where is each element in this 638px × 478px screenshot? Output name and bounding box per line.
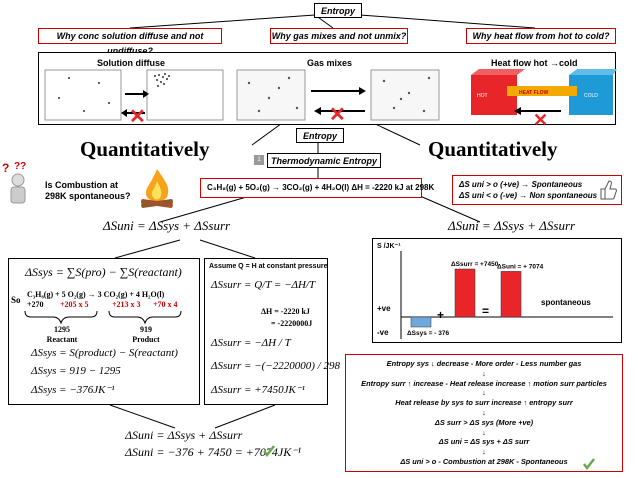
question-gas: Why gas mixes and not unmix? bbox=[270, 28, 408, 44]
summary-arrow: ↓ bbox=[482, 427, 486, 437]
question-line1: Is Combustion at bbox=[45, 180, 119, 190]
ssys-box: ΔSsys = ∑S(pro) − ∑S(reactant) So C₃H₈(g… bbox=[8, 258, 200, 405]
examples-drawing: ✕ ✕ ✕ bbox=[44, 69, 617, 126]
summary-arrow: ↓ bbox=[482, 368, 486, 378]
bar-2 bbox=[500, 271, 522, 318]
data-label-0: ΔSsys = - 376 bbox=[407, 330, 449, 337]
svg-text:✕: ✕ bbox=[533, 110, 548, 126]
bottom-eq2: ΔSuni = −376 + 7450 = +7074JK⁻¹ bbox=[125, 445, 302, 459]
heat-flow-label: HEAT FLOW bbox=[519, 90, 549, 96]
entropy-title: Entropy bbox=[314, 3, 362, 18]
question-combustion: Is Combustion at 298K spontaneous? bbox=[45, 180, 131, 202]
bottom-eq1: ΔSuni = ΔSsys + ΔSsurr bbox=[125, 428, 243, 442]
so-label: So bbox=[11, 295, 21, 305]
summary-arrow: ↓ bbox=[482, 407, 486, 417]
dh-j: = -2220000J bbox=[271, 319, 313, 328]
cold-label: COLD bbox=[584, 93, 598, 99]
thermo-box: Thermodynamic Entropy bbox=[267, 153, 381, 168]
solution-label: Solution diffuse bbox=[97, 58, 165, 68]
check-icon-bottom bbox=[262, 444, 276, 458]
summary-arrow: ↓ bbox=[482, 388, 486, 398]
campfire-icon bbox=[135, 165, 179, 209]
data-label-1: ΔSsurr = +7450 bbox=[451, 261, 499, 268]
criteria-box: ΔS uni > o (+ve) → Spontaneous ΔS uni < … bbox=[452, 175, 622, 205]
so-h2o: +70 x 4 bbox=[153, 300, 178, 309]
species-line: C₃H₈(g) + 5 O₂(g) → 3 CO₂(g) + 4 H₂O(l) bbox=[27, 290, 165, 299]
ssys-line1: ΔSsys = S(product) − S(reactant) bbox=[31, 347, 178, 359]
quant-left: Quantitatively bbox=[80, 137, 210, 161]
criteria-line2: ΔS uni < o (-ve) → Non spontaneous bbox=[459, 191, 598, 200]
svg-text:?: ? bbox=[2, 161, 9, 175]
reactant-label: Reactant bbox=[46, 335, 78, 344]
gas-label: Gas mixes bbox=[307, 58, 353, 68]
ssys-line2: ΔSsys = 919 − 1295 bbox=[31, 365, 121, 377]
question-heat: Why heat flow from hot to cold? bbox=[466, 28, 616, 44]
ssys-line3: ΔSsys = −376JK⁻¹ bbox=[31, 384, 115, 396]
ssurr-eq1: ΔSsurr = Q/T = −ΔH/T bbox=[211, 279, 316, 291]
thinking-person-icon: ? ?? bbox=[0, 160, 38, 206]
svg-text:✕: ✕ bbox=[329, 104, 346, 126]
reaction-equation: C₃H₈(g) + 5O₂(g) → 3CO₂(g) + 4H₂O(l) ΔH … bbox=[207, 183, 435, 192]
examples-panel: Solution diffuse Gas mixes Heat flow hot… bbox=[38, 52, 617, 126]
summary-arrow: ↓ bbox=[482, 447, 486, 457]
so-c3h8: +270 bbox=[27, 300, 44, 309]
braces bbox=[24, 310, 182, 325]
neg-label: -ve bbox=[377, 328, 389, 337]
summary-line: ΔS uni = ΔS sys + ΔS surr bbox=[438, 437, 530, 447]
summary-line: Heat release by sys to surr increase ↑ e… bbox=[395, 398, 573, 408]
summary-line: ΔS uni > o - Combustion at 298K - Sponta… bbox=[400, 456, 568, 466]
bar-1 bbox=[454, 268, 476, 318]
reaction-box: C₃H₈(g) + 5O₂(g) → 3CO₂(g) + 4H₂O(l) ΔH … bbox=[200, 178, 434, 198]
assume-text: Assume Q = H at constant pressure bbox=[209, 263, 328, 270]
question-diffuse: Why conc solution diffuse and not undiff… bbox=[38, 28, 222, 56]
check-icon-summary bbox=[582, 457, 596, 471]
bar-0 bbox=[410, 316, 432, 328]
summary-box: Entropy sys ↓ decrease - More order - Le… bbox=[345, 354, 623, 472]
thermo-index: 1 bbox=[254, 155, 264, 165]
plus-sign: + bbox=[437, 308, 444, 322]
equals-sign: = bbox=[482, 304, 489, 318]
ssurr-box: Assume Q = H at constant pressure ΔSsurr… bbox=[204, 258, 340, 405]
summary-line: Entropy surr ↑ increase - Heat release i… bbox=[361, 378, 607, 388]
product-value: 919 bbox=[140, 325, 152, 334]
summary-line: Entropy sys ↓ decrease - More order - Le… bbox=[386, 359, 582, 368]
suni-right: ΔSuni = ΔSsys + ΔSsurr bbox=[448, 218, 576, 233]
ssurr-eq4: ΔSsurr = +7450JK⁻¹ bbox=[211, 384, 305, 396]
summary-line: ΔS surr > ΔS sys (More +ve) bbox=[434, 417, 534, 427]
y-axis-label: S /JK⁻¹ bbox=[377, 243, 401, 250]
so-o2: +205 x 5 bbox=[60, 300, 89, 309]
product-label: Product bbox=[132, 335, 160, 344]
data-label-2: ΔSuni = + 7074 bbox=[497, 263, 544, 270]
pos-label: +ve bbox=[377, 304, 391, 313]
ssys-definition: ΔSsys = ∑S(pro) − ∑S(reactant) bbox=[25, 265, 182, 279]
so-co2: +213 x 3 bbox=[112, 300, 141, 309]
quant-right: Quantitatively bbox=[428, 137, 558, 161]
ssurr-eq2: ΔSsurr = −ΔH / T bbox=[211, 337, 291, 349]
question-line2: 298K spontaneous? bbox=[45, 191, 131, 201]
hot-label: HOT bbox=[477, 93, 488, 99]
criteria-line1: ΔS uni > o (+ve) → Spontaneous bbox=[459, 180, 583, 189]
chart-svg: S /JK⁻¹ +ve -ve ΔSsys = - 376 ΔSsurr = +7450… bbox=[377, 243, 613, 339]
suni-left: ΔSuni = ΔSsys + ΔSsurr bbox=[103, 218, 231, 233]
svg-text:??: ?? bbox=[14, 161, 26, 172]
entropy-chart: S /JK⁻¹ +ve -ve ΔSsys = - 376 ΔSsurr = +7450… bbox=[372, 238, 622, 343]
svg-text:✕: ✕ bbox=[129, 106, 146, 126]
summary-list: Entropy sys ↓ decrease - More order - Le… bbox=[346, 359, 622, 467]
entropy-center: Entropy bbox=[296, 128, 344, 143]
dh-kj: ΔH = -2220 kJ bbox=[261, 307, 310, 316]
ssurr-eq3: ΔSsurr = −(−2220000) / 298 bbox=[211, 360, 340, 372]
annotation-text: spontaneous bbox=[541, 298, 591, 307]
heat-label: Heat flow hot →cold bbox=[491, 58, 578, 68]
thumbs-up-icon bbox=[597, 179, 617, 201]
reactant-value: 1295 bbox=[54, 325, 70, 334]
